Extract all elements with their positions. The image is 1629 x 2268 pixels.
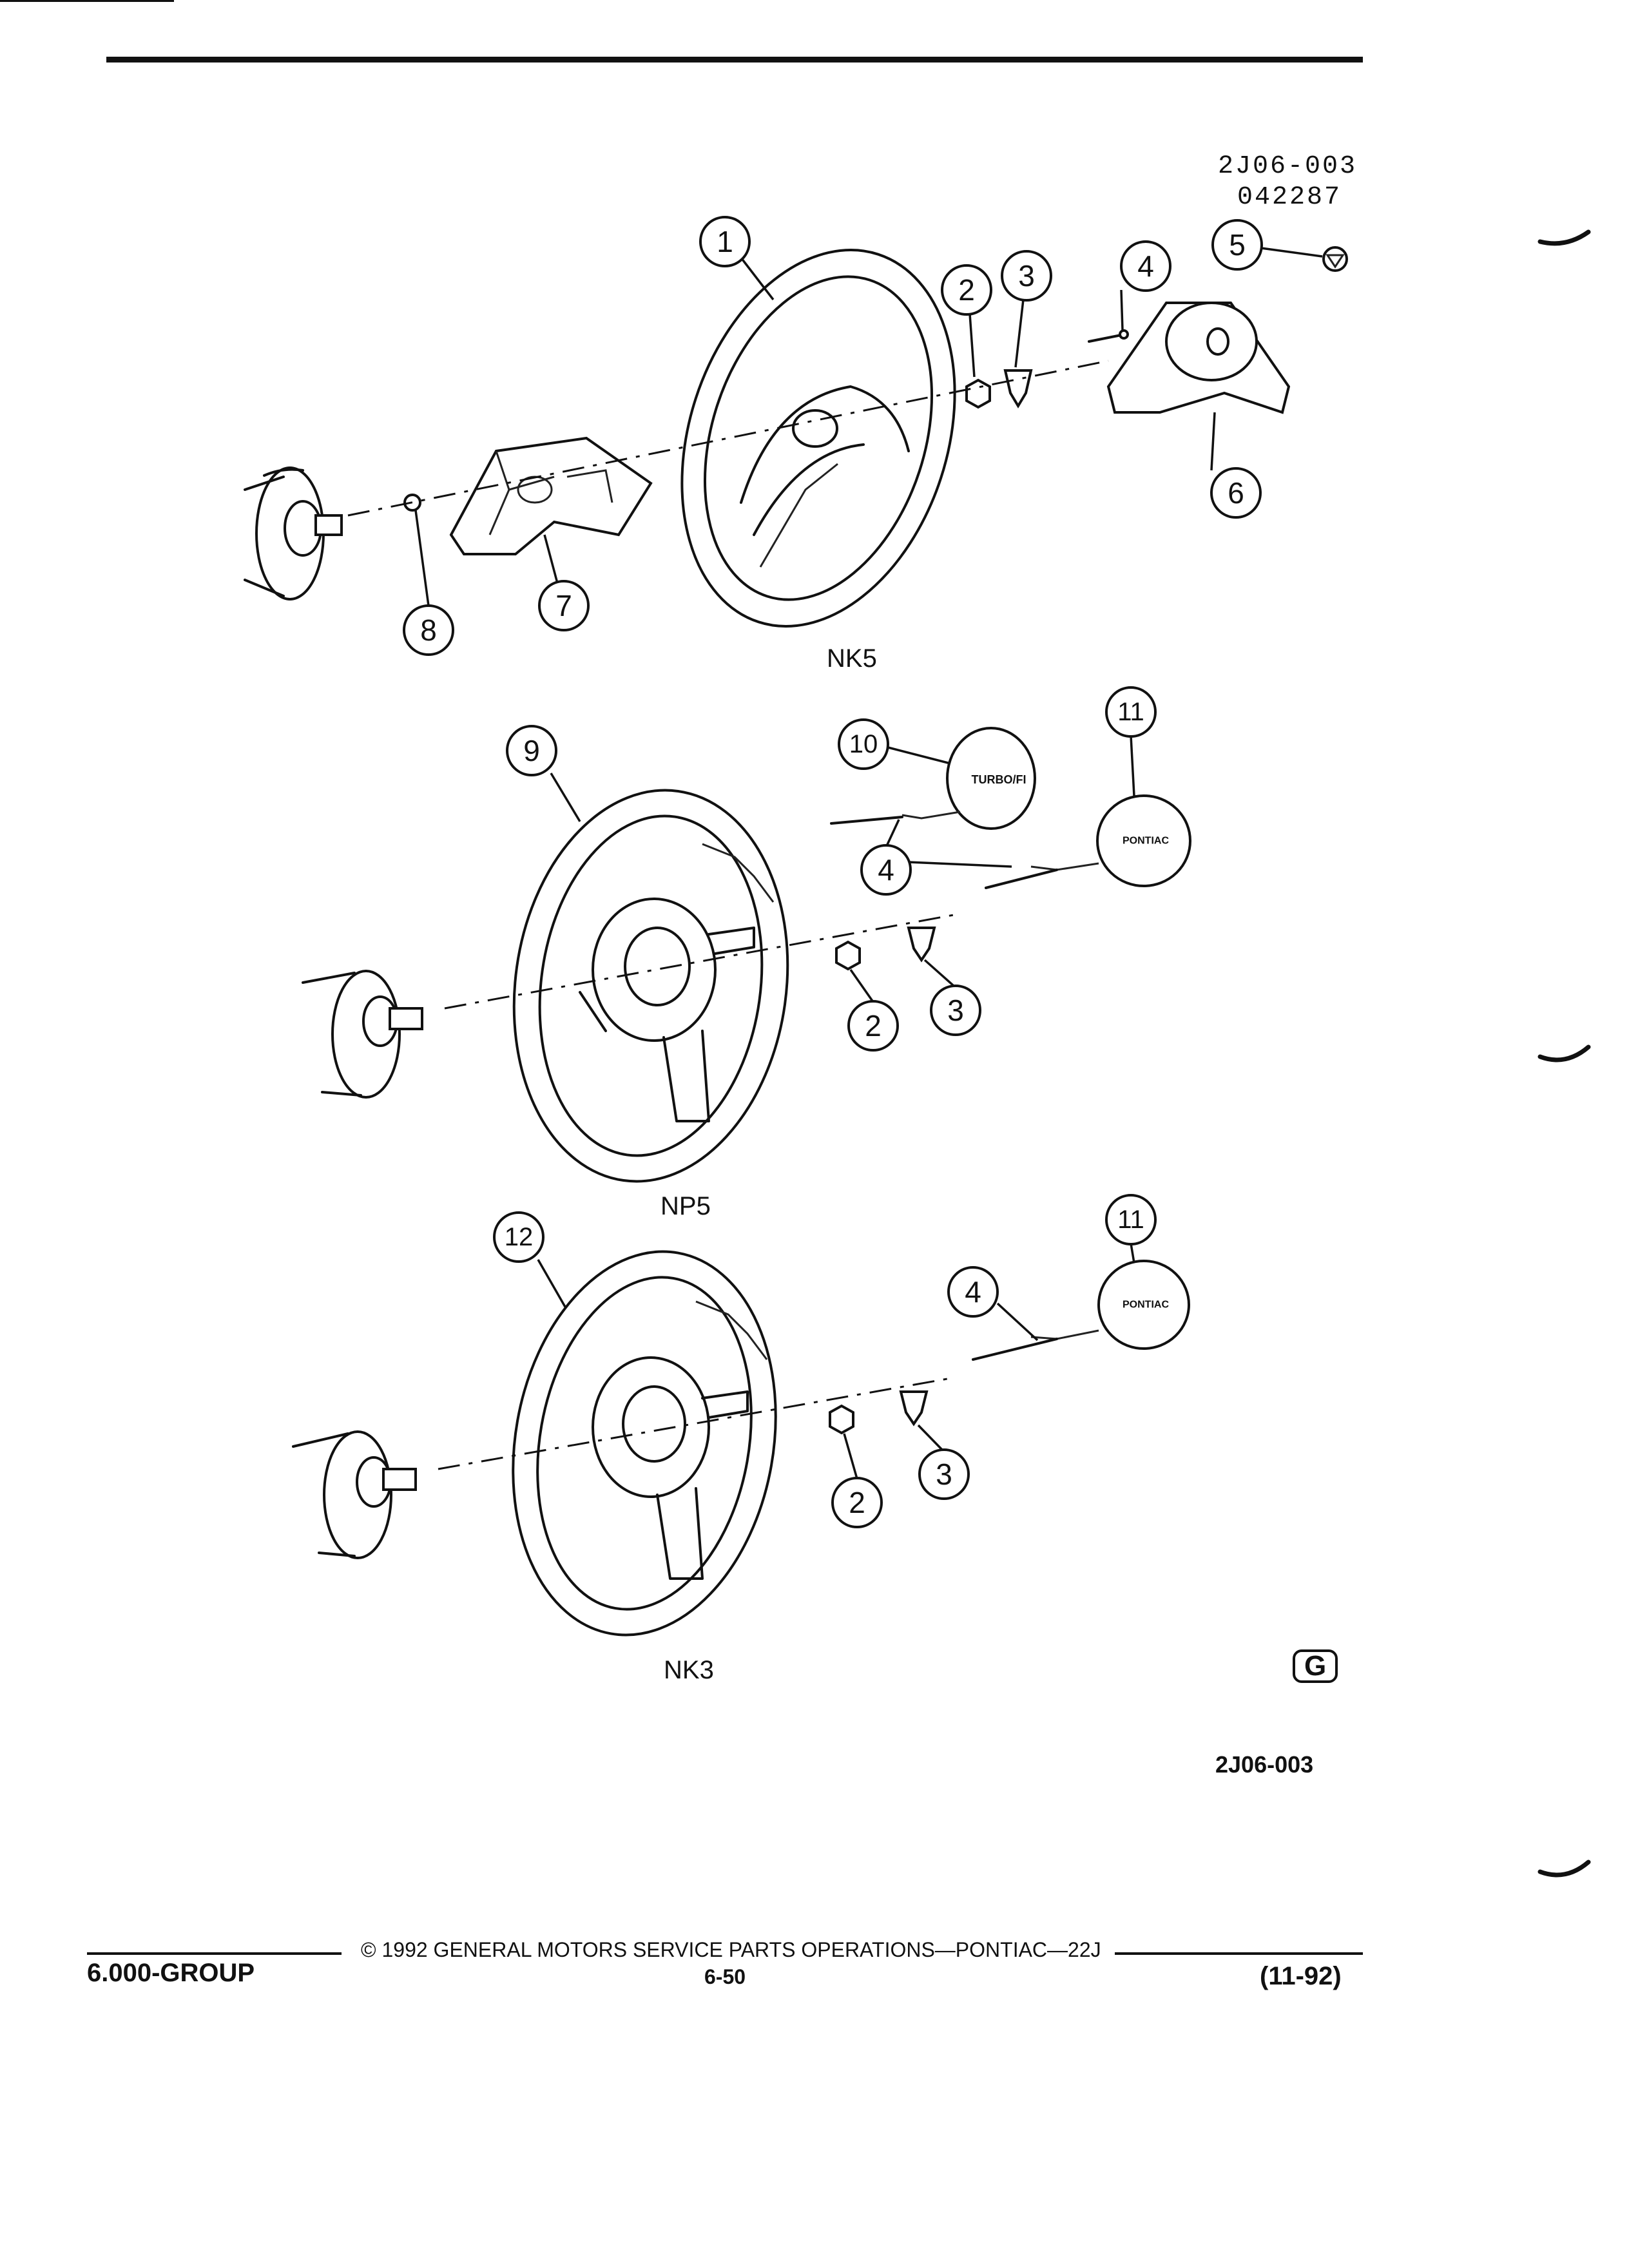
callout-10: 10 [838,718,951,770]
callout-2-nk3: 2 [831,1433,883,1528]
callout-4-nk5: 4 [1120,240,1171,331]
callout-11-nk3: 11 [1105,1194,1157,1264]
turbo-emblem-text: TURBO/FI [972,773,1027,786]
callout-5: 5 [1211,219,1323,271]
svg-text:10: 10 [849,730,878,758]
binding-mark-3 [1537,1860,1591,1878]
gm-logo-icon: G [1293,1649,1338,1683]
footer-rule-left [87,1952,342,1955]
callout-2-np5: 2 [847,968,899,1052]
part-3-retainer [1003,369,1033,408]
callout-2-nk5: 2 [941,264,992,378]
nk5-assembly [244,246,1348,628]
corner-mark [0,0,174,2]
part-9-steering-wheel [512,789,789,1183]
callout-9: 9 [506,725,581,822]
footer-revision: (11-92) [1260,1962,1342,1990]
reference-date: 042287 [1237,183,1342,212]
callout-12: 12 [493,1211,567,1309]
svg-text:2: 2 [958,273,975,307]
svg-text:8: 8 [420,613,437,647]
footer-page-number: 6-50 [704,1965,746,1988]
part-7-horn-plate [449,436,653,555]
figure-code: 2J06-003 [1215,1751,1314,1778]
reference-code: 2J06-003 [1218,152,1358,181]
np5-retainer-3 [907,927,936,963]
pontiac-cap-text-2: PONTIAC [1123,1300,1169,1311]
nk3-nut-2 [829,1404,854,1435]
callout-4-np5: 4 [860,819,1012,896]
section-label-nk5: NK5 [827,644,877,673]
footer-copyright: © 1992 GENERAL MOTORS SERVICE PARTS OPER… [361,1938,1101,1961]
nk3-assembly: PONTIAC [292,1250,1190,1637]
callout-11-np5: 11 [1105,686,1157,796]
part-11-pontiac-cap: PONTIAC [985,794,1191,889]
svg-text:4: 4 [878,853,894,887]
svg-text:2: 2 [865,1009,882,1043]
svg-text:3: 3 [947,994,964,1027]
nk5-centerline [347,360,1109,517]
top-rule [106,57,1363,62]
part-4-contact-spring [1088,329,1129,343]
svg-text:2: 2 [849,1486,865,1519]
callout-4-nk3: 4 [947,1266,1039,1341]
binding-mark-1 [1537,229,1591,246]
svg-text:4: 4 [1137,249,1154,283]
binding-mark-2 [1537,1044,1591,1062]
callout-3-nk3: 3 [917,1424,970,1500]
pontiac-cap-text-1: PONTIAC [1123,836,1169,847]
np5-column-hub [302,970,423,1099]
part-5-emblem [1322,246,1348,272]
footer-rule-right [1115,1952,1363,1955]
np5-nut-2 [835,940,861,971]
section-label-np5: NP5 [660,1192,711,1220]
svg-text:12: 12 [505,1223,534,1251]
svg-text:4: 4 [965,1275,981,1309]
steering-column-hub [244,466,343,601]
callout-7: 7 [538,534,590,631]
part-1-steering-wheel [680,249,956,628]
svg-text:11: 11 [1117,698,1144,726]
svg-text:3: 3 [1018,259,1035,293]
part-2-nut [965,378,991,409]
footer-group: 6.000-GROUP [87,1959,255,1987]
svg-text:9: 9 [523,734,540,767]
nk3-pontiac-cap: PONTIAC [972,1260,1190,1361]
part-6-horn-pad [1106,302,1291,414]
callout-1: 1 [699,216,775,301]
svg-text:7: 7 [555,589,572,622]
svg-text:3: 3 [936,1457,952,1491]
part-10-turbo-emblem: TURBO/FI [830,727,1036,830]
callout-3-nk5: 3 [1001,250,1052,368]
svg-text:11: 11 [1117,1206,1144,1234]
callout-3-np5: 3 [923,959,981,1036]
svg-text:6: 6 [1228,476,1244,510]
svg-text:5: 5 [1229,228,1246,262]
callout-6: 6 [1210,412,1262,519]
nk3-column-hub [292,1430,417,1559]
section-label-nk3: NK3 [664,1656,714,1684]
callout-8: 8 [403,510,454,656]
nk3-retainer-3 [899,1390,929,1427]
part-12-steering-wheel [512,1250,777,1637]
np5-assembly: TURBO/FI PONTIAC [302,727,1191,1183]
svg-text:1: 1 [717,225,733,258]
